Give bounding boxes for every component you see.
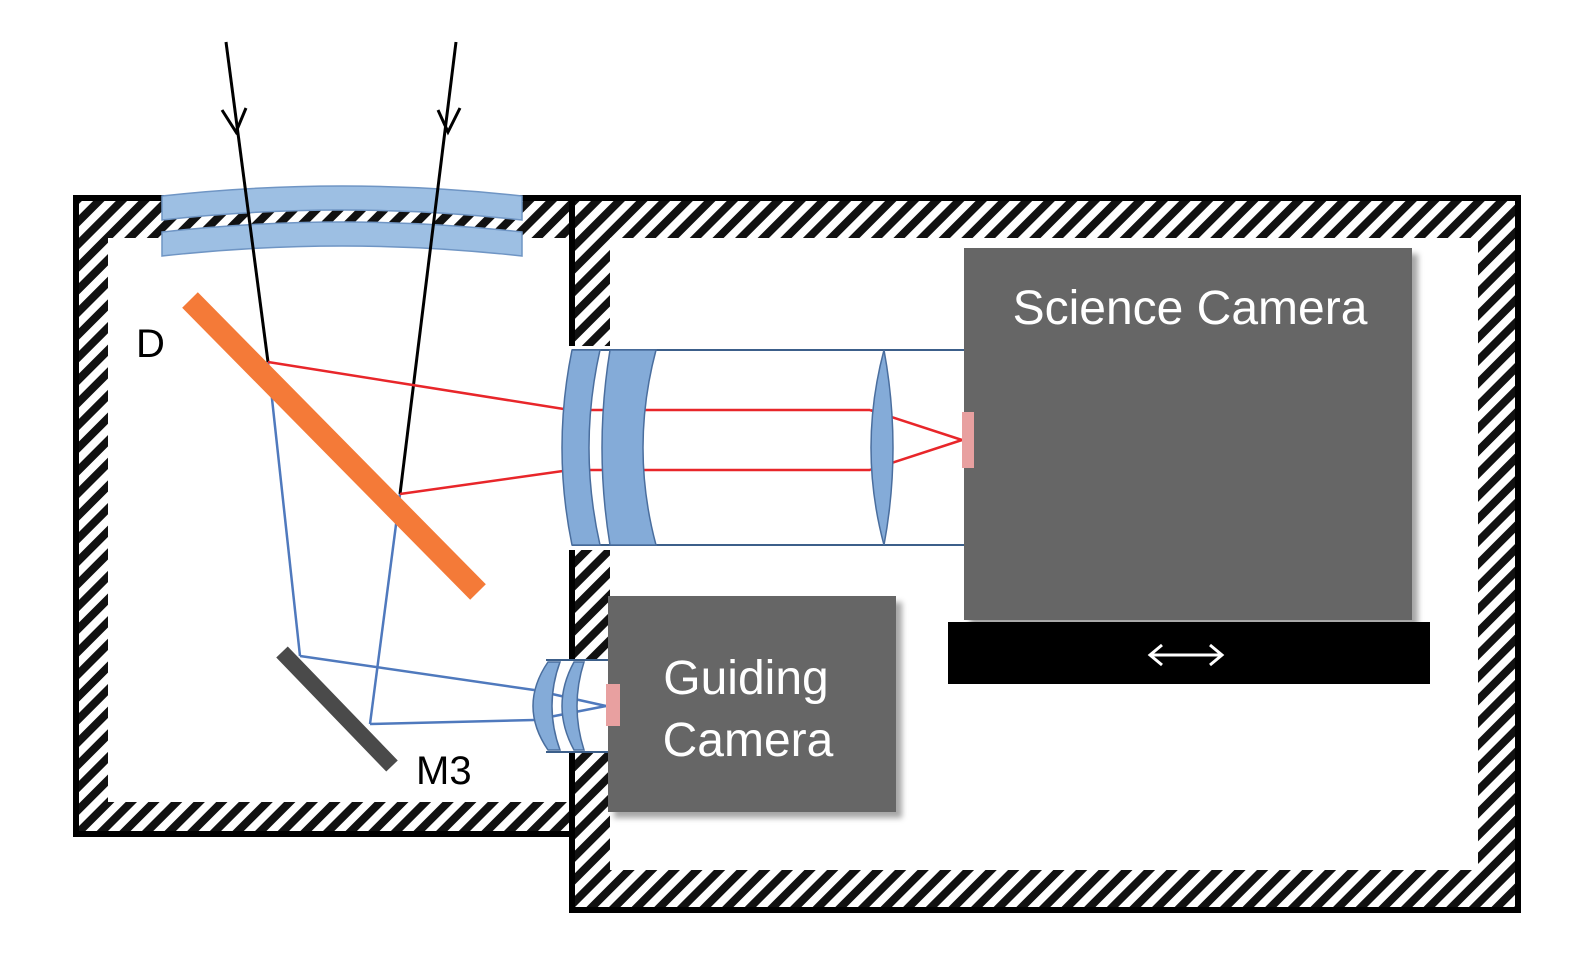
science-lens-3 xyxy=(870,349,894,546)
guiding-lens-barrel xyxy=(532,659,610,753)
translation-stage xyxy=(948,622,1430,684)
science-lens-barrel xyxy=(561,349,964,546)
science-lens-2 xyxy=(601,349,657,546)
arrow-down-icon xyxy=(436,107,462,136)
guiding-lens-2 xyxy=(561,661,586,751)
guiding-detector xyxy=(606,684,620,726)
science-camera-label: Science Camera xyxy=(1013,282,1368,335)
science-camera: Science Camera xyxy=(962,248,1412,620)
incoming-rays xyxy=(220,41,462,495)
fold-mirror-m3 xyxy=(276,646,398,772)
dichroic-label: D xyxy=(136,322,165,366)
guiding-lens-1 xyxy=(532,661,562,751)
left-enclosure xyxy=(73,195,615,837)
blue-rays xyxy=(266,361,607,726)
mirror-m3-label: M3 xyxy=(416,749,472,793)
guiding-camera: Guiding Camera xyxy=(606,596,896,812)
science-lens-1 xyxy=(561,349,601,546)
science-detector xyxy=(962,412,974,468)
dichroic-mirror xyxy=(182,292,486,600)
guiding-camera-label-line2: Camera xyxy=(663,714,834,767)
guiding-camera-label-line1: Guiding xyxy=(663,652,828,705)
arrow-down-icon xyxy=(220,107,248,136)
double-arrow-horizontal-icon xyxy=(1147,643,1225,667)
